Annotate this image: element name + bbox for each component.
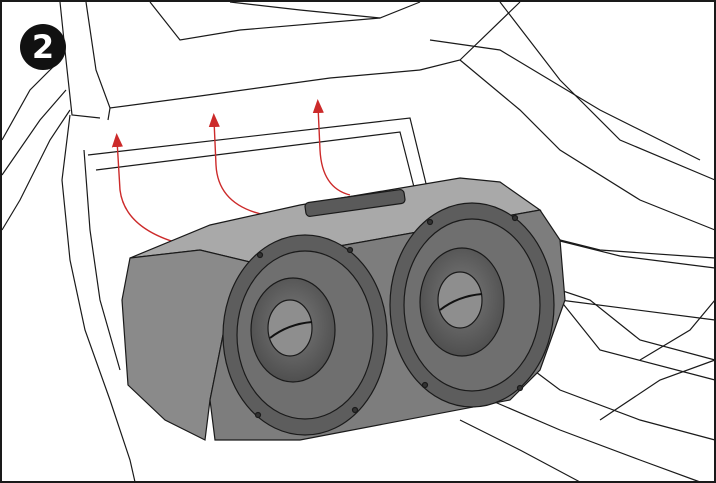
airflow-arrow-middle xyxy=(208,113,266,216)
speaker-right-screw-4 xyxy=(516,384,524,392)
logo-plate xyxy=(304,189,406,217)
speaker-right-screw-3 xyxy=(421,381,429,389)
speaker-left xyxy=(222,234,388,436)
speaker-right-screw-1 xyxy=(426,218,434,226)
speaker-right-logo xyxy=(439,293,483,311)
speaker-right xyxy=(389,202,555,408)
speaker-left-screw-1 xyxy=(256,251,264,259)
step-number-badge: 2 xyxy=(20,24,66,70)
airflow-arrow-right xyxy=(312,99,351,196)
speaker-left-logo xyxy=(269,321,313,339)
speaker-right-screw-2 xyxy=(511,214,519,222)
speaker-left-screw-4 xyxy=(351,406,359,414)
speaker-left-dust-cap xyxy=(267,299,313,357)
speaker-right-dust-cap xyxy=(437,271,483,329)
step-number: 2 xyxy=(31,28,55,66)
speaker-left-screw-2 xyxy=(346,246,354,254)
speaker-left-screw-3 xyxy=(254,411,262,419)
airflow-arrow-left xyxy=(111,133,186,246)
enclosure-left-end xyxy=(121,249,251,441)
